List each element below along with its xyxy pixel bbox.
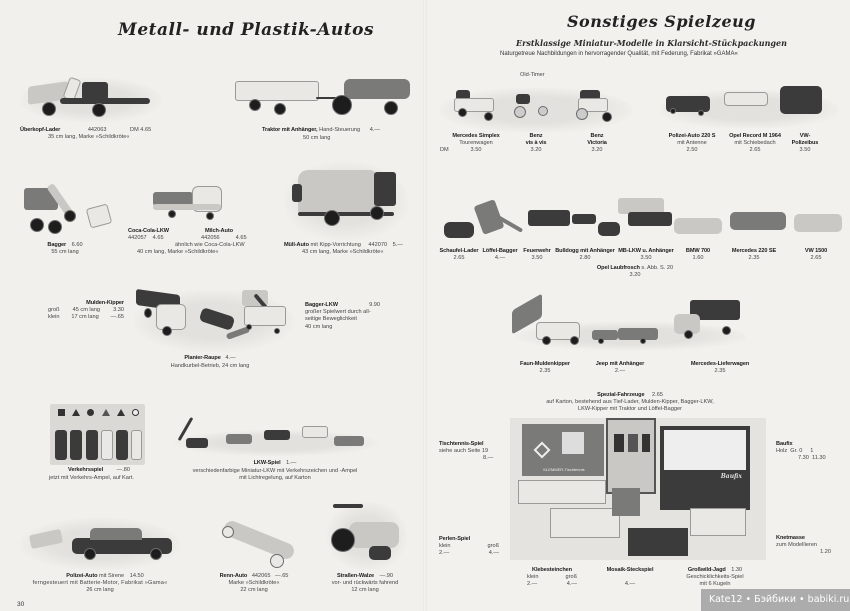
tischtennis-box: KLEMMER-Tischtennis xyxy=(522,424,604,476)
knetmasse-caption: Knetmasse zum Modellieren 1.20 xyxy=(776,535,831,556)
polizei-auto-caption: Polizei-Auto mit Sirene 14.50 xyxy=(66,573,144,579)
lkw-spiel-desc2: mit Lichtregelung, auf Karton xyxy=(239,475,311,481)
ueberkopf-lader-desc: 35 cm lang, Marke »Schildkröte« xyxy=(48,134,130,140)
ueberkopf-lader-photo xyxy=(20,76,162,122)
strassen-walze-photo xyxy=(327,502,407,570)
polizei-auto-photo xyxy=(20,518,180,570)
lkw-spiel-caption: LKW-Spiel 1.— xyxy=(253,460,297,466)
baufix-caption: Baufix Holz Gr. 0 1 7.30 11.30 xyxy=(776,441,826,462)
left-page-title: Metall- und Plastik-Autos xyxy=(118,20,375,40)
right-page-subtitle-2: Naturgetreue Nachbildungen in hervorrage… xyxy=(500,51,738,57)
cars-bus-photo xyxy=(660,86,838,128)
trucks-jeep-photo xyxy=(506,293,756,352)
right-page-subtitle: Erstklassige Miniatur-Modelle in Klarsic… xyxy=(516,38,787,48)
renn-auto-photo xyxy=(212,518,302,570)
tischtennis-caption: Tischtennis-Spiel siehe auch Seite 19 8.… xyxy=(439,441,494,462)
ueberkopf-lader-caption: Überkopf-Lader 442063 DM 4.65 xyxy=(20,127,152,133)
games-boxes-photo: KLEMMER-Tischtennis Baufix xyxy=(510,418,766,560)
polizei-auto-desc1: ferngesteuert mit Batterie-Motor, Fabrik… xyxy=(32,580,168,586)
opel-laubfrosch-caption: Opel Laubfrosch s. Abb. S. 20 3.20 xyxy=(596,265,674,279)
mosaik-steckspiel-caption: Mosaik-Steckspiel 4.— xyxy=(606,567,654,588)
mulden-raupe-bagger-lkw-photo xyxy=(134,288,294,352)
traktor-photo xyxy=(232,75,410,120)
strassen-walze-desc1: vor- und rückwärts fahrend xyxy=(331,580,399,586)
verkehrsspiel-photo xyxy=(50,404,145,465)
verkehrsspiel-caption: Verkehrsspiel —.80 xyxy=(68,467,131,473)
strassen-walze-desc2: 12 cm lang xyxy=(351,587,379,593)
old-timer-label: Old-Timer xyxy=(520,72,545,78)
muell-auto-caption: Müll-Auto mit Kipp-Vorrichtung 442070 5.… xyxy=(284,242,403,248)
construction-vehicles-photo xyxy=(438,192,850,248)
bagger-caption: Bagger 6.60 xyxy=(47,242,83,248)
verkehrsspiel-desc: jetzt mit Verkehrs-Ampel, auf Kart. xyxy=(49,475,134,481)
muell-auto-desc: 43 cm lang, Marke »Schildkröte« xyxy=(302,249,384,255)
strassen-walze-caption: Straßen-Walze —.90 xyxy=(337,573,393,579)
renn-auto-desc1: Marke »Schildkröte« xyxy=(228,580,280,586)
polizei-auto-desc2: 26 cm lang xyxy=(86,587,114,593)
old-timer-photo xyxy=(440,88,632,132)
baufix-box: Baufix xyxy=(660,426,750,482)
spezial-fahrzeuge-caption: Spezial-Fahrzeuge 2.65 auf Karton, beste… xyxy=(546,392,714,413)
renn-auto-desc2: 22 cm lang xyxy=(240,587,268,593)
car-blister-card xyxy=(606,418,656,494)
lkw-spiel-desc1: verschiedenfarbige Miniatur-LKW mit Verk… xyxy=(192,468,358,474)
milch-auto-desc1: ähnlich wie Coca-Cola-LKW xyxy=(175,242,245,248)
planier-raupe-caption: Planier-Raupe 4.— xyxy=(184,355,236,361)
planier-raupe-desc: Handkurbel-Betrieb, 24 cm lang xyxy=(170,363,250,369)
renn-auto-caption: Renn-Auto 442065 —.65 xyxy=(219,573,289,579)
watermark: Kate12 • Бэйбики • babiki.ru xyxy=(701,589,850,611)
page-gutter xyxy=(423,0,427,611)
left-page-number: 30 xyxy=(17,601,25,608)
grosswild-jagd-caption: Großwild-Jagd 1.30 Geschicklichkeits-Spi… xyxy=(686,567,744,588)
grosswild-box xyxy=(628,528,688,556)
muell-auto-photo xyxy=(284,162,408,240)
mosaik-box xyxy=(550,508,620,538)
right-page-title: Sonstiges Spielzeug xyxy=(567,12,756,31)
lkw-spiel-photo xyxy=(174,416,378,456)
traktor-desc: 50 cm lang xyxy=(303,135,331,141)
coca-cola-milch-photo xyxy=(150,184,228,226)
bagger-photo xyxy=(20,180,118,240)
milch-auto-desc2: 40 cm lang, Marke »Schildkröte« xyxy=(137,249,219,255)
currency-label: DM xyxy=(440,147,449,153)
traktor-caption: Traktor mit Anhänger, Hand-Steuerung 4.— xyxy=(262,127,380,133)
bagger-desc: 55 cm lang xyxy=(51,249,79,255)
